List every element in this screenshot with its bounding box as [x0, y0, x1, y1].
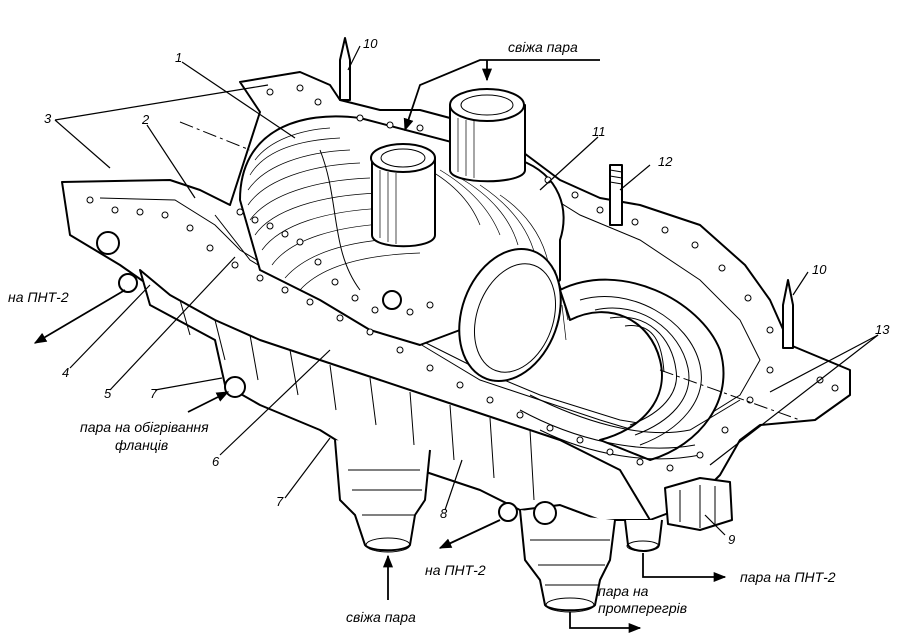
flow-labels: свіжа пара на ПНТ-2 пара на обігрівання … [8, 39, 836, 625]
flow-arrows [33, 59, 727, 634]
label-fresh-steam-top: свіжа пара [508, 39, 578, 55]
label-pnt2-right: пара на ПНТ-2 [740, 569, 836, 585]
label-fresh-steam-bottom: свіжа пара [346, 609, 416, 625]
callout-7b: 7 [276, 494, 284, 509]
callout-6: 6 [212, 454, 220, 469]
reheat-arrow [569, 612, 642, 634]
diaphragm-rings [519, 278, 741, 461]
pnt2-right-arrow [642, 553, 727, 583]
inner-flange-contour [99, 189, 761, 436]
leader-lines [54, 45, 879, 536]
callout-8: 8 [440, 506, 448, 521]
label-flange-heating-1: пара на обігрівання [80, 419, 209, 435]
callout-10a: 10 [363, 36, 378, 51]
flange-heating-arrow [187, 391, 230, 413]
callout-5: 5 [104, 386, 112, 401]
callout-13: 13 [875, 322, 890, 337]
side-connections [96, 231, 557, 525]
pnt2-bottom-arrow [438, 519, 501, 549]
casing-drawing [61, 37, 851, 613]
callout-9: 9 [728, 532, 735, 547]
label-flange-heating-2: фланців [115, 437, 168, 453]
callout-12: 12 [658, 154, 673, 169]
callout-4: 4 [62, 365, 69, 380]
steam-inlet-pipe-rear [449, 88, 526, 183]
label-reheat-2: промперегрів [598, 600, 687, 616]
fresh-steam-nozzle [334, 439, 431, 553]
label-pnt2-left: на ПНТ-2 [8, 289, 69, 305]
pnt2-left-arrow [33, 289, 126, 344]
steam-inlet-pipe-front [370, 143, 436, 248]
label-reheat-1: пара на [598, 583, 649, 599]
callout-numbers: 1 2 3 4 5 7 6 7 8 9 10 10 11 12 13 [44, 36, 890, 547]
callout-3: 3 [44, 111, 52, 126]
bolt-holes [86, 84, 839, 472]
guide-pins [339, 37, 794, 349]
callout-1: 1 [175, 50, 182, 65]
callout-11: 11 [592, 124, 606, 139]
callout-7a: 7 [150, 386, 158, 401]
label-pnt2-bottom: на ПНТ-2 [425, 562, 486, 578]
callout-2: 2 [141, 112, 150, 127]
fresh-steam-top-arrow [403, 59, 600, 132]
exhaust-opening [458, 248, 569, 382]
support-paw [664, 477, 733, 531]
pnt2-small-nozzle [624, 519, 663, 552]
callout-10b: 10 [812, 262, 827, 277]
